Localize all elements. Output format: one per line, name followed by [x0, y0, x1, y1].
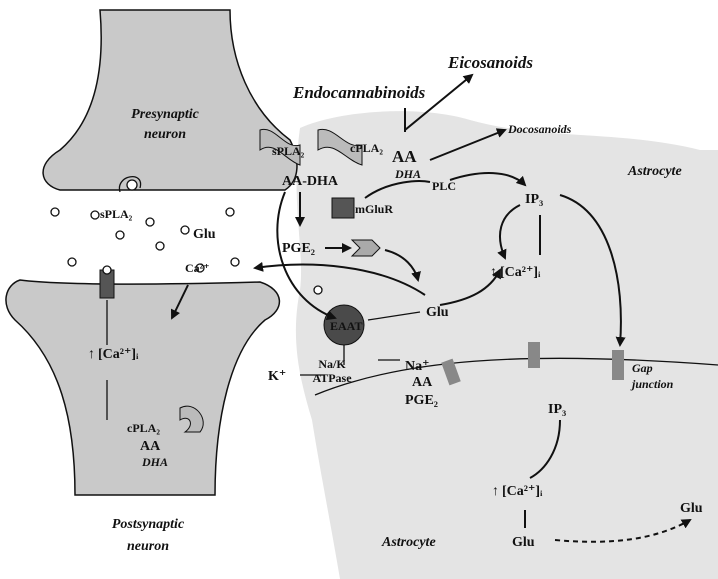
label-eicosanoids: Eicosanoids [447, 53, 533, 72]
label-astrocyte-top: Astrocyte [627, 164, 682, 179]
label-aa-top: AA [392, 147, 417, 166]
label-glu-cleft: Glu [193, 227, 216, 242]
label-dha-post: DHA [141, 455, 168, 469]
label-spla2-top: sPLA₂ [272, 144, 305, 158]
label-dha-top: DHA [394, 167, 421, 181]
label-k-ion: K⁺ [268, 369, 286, 384]
label-na-ion: Na⁺ [405, 359, 430, 374]
label-pge2-mid: PGE₂ [282, 241, 315, 256]
label-aa-mid: AA [412, 375, 433, 390]
label-ip3-low: IP₃ [548, 402, 566, 417]
label-glu-low: Glu [512, 535, 535, 550]
label-spla2-cleft: sPLA₂ [100, 207, 133, 221]
label-mglur: mGluR [355, 202, 393, 216]
label-endocannabinoids: Endocannabinoids [292, 83, 426, 102]
label-ca-cleft: Ca²⁺ [185, 261, 210, 275]
label-docosanoids: Docosanoids [507, 122, 572, 136]
mglur-receptor [332, 198, 354, 218]
label-ca-astro: [Ca²⁺]ᵢ [500, 265, 541, 280]
label-cpla2-post: cPLA₂ [127, 421, 160, 435]
label-eaat: EAAT [330, 319, 362, 333]
astrocyte-body [296, 111, 718, 579]
label-aa-post: AA [140, 439, 161, 454]
label-glu-astro: Glu [426, 305, 449, 320]
label-ca-post: [Ca²⁺]ᵢ [98, 347, 139, 362]
label-cpla2-top: cPLA₂ [350, 141, 383, 155]
label-plc: PLC [432, 179, 456, 193]
vesicles [51, 180, 322, 294]
gap-junction-channel-1 [528, 342, 540, 368]
up-arrow-ca-astro: ↑ [490, 265, 497, 280]
presynaptic-neuron [43, 10, 297, 190]
up-arrow-ca-low: ↑ [492, 484, 499, 499]
label-astrocyte-bottom: Astrocyte [381, 535, 436, 550]
gap-junction-channel-2 [612, 350, 624, 380]
label-pge2-low: PGE₂ [405, 393, 438, 408]
label-ip3-top: IP₃ [525, 192, 543, 207]
label-aa-dha: AA-DHA [282, 174, 339, 189]
label-ca-low: [Ca²⁺]ᵢ [502, 484, 543, 499]
up-arrow-ca-post: ↑ [88, 347, 95, 362]
label-glu-out: Glu [680, 501, 703, 516]
